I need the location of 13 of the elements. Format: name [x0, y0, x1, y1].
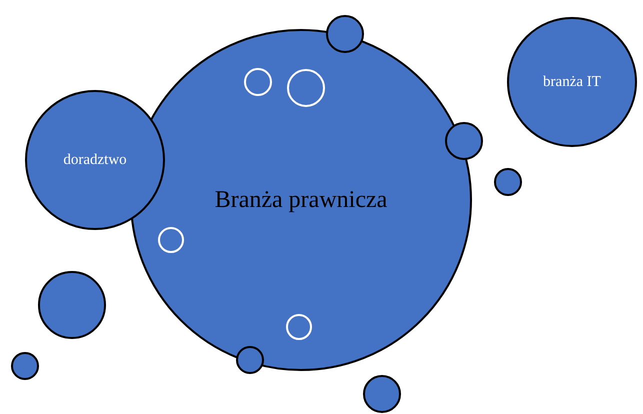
bubble [11, 352, 39, 380]
bubble [286, 314, 312, 340]
bubble [158, 227, 184, 253]
bubble [494, 168, 522, 196]
bubble [244, 68, 272, 96]
bubble [287, 69, 325, 107]
topic-label: Branża prawnicza [214, 186, 388, 214]
topic-label: doradztwo [63, 152, 127, 168]
bubble [445, 122, 483, 160]
bubble [326, 15, 364, 53]
bubble [236, 346, 264, 374]
topic-label: branża IT [543, 74, 601, 90]
bubble [363, 375, 401, 413]
